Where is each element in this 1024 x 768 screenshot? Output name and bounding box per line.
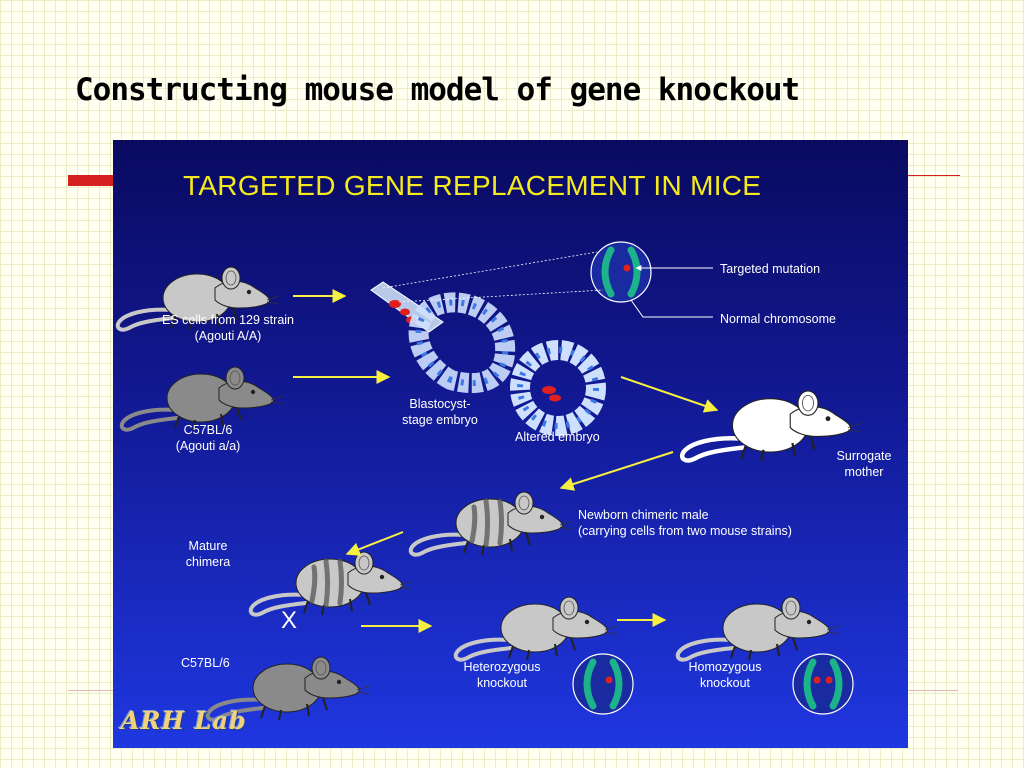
slide-title: Constructing mouse model of gene knockou…: [75, 72, 800, 108]
chromosome-diagram-hetero: [572, 653, 634, 715]
heterozygous-mouse: [453, 595, 619, 662]
newborn-chimera-mouse: [411, 492, 572, 555]
zoom-line-upper: [382, 251, 598, 289]
cross-symbol: X: [281, 607, 298, 634]
normal-chromosome-leader: [630, 299, 713, 318]
arh-lab-logo: ARH Lab: [121, 706, 247, 735]
c57bl6-mouse-top: [119, 365, 285, 432]
arrow-surrogate-to-newborn: [559, 451, 674, 491]
injection-pipette: [370, 281, 444, 333]
title-underline-thin: [908, 175, 960, 176]
arrow-newborn-to-mature: [345, 531, 404, 556]
chromosome-diagram-homo: [792, 653, 854, 715]
bottom-rule-right: [908, 690, 958, 691]
mature-chimera-mouse: [251, 552, 412, 615]
homozygous-mouse: [675, 595, 841, 662]
altered-embryo-label: Altered embryo: [515, 430, 600, 444]
title-underline-bar: [68, 175, 114, 186]
chromosome-diagram-top: [590, 241, 652, 303]
es-cells-label: ES cells from 129 strain(Agouti A/A): [162, 313, 294, 343]
diagram-title: TARGETED GENE REPLACEMENT IN MICE: [183, 170, 762, 201]
c57bl6-bottom-label: C57BL/6: [181, 656, 230, 670]
diagram-panel: TARGETED GENE REPLACEMENT IN MICE: [113, 140, 908, 748]
normal-chromosome-label: Normal chromosome: [720, 312, 837, 326]
arrow-embryo-to-surrogate: [620, 376, 719, 413]
blastocyst-embryo: [408, 292, 516, 394]
c57bl6-label: C57BL/6(Agouti a/a): [175, 423, 241, 453]
bottom-rule-left: [68, 690, 113, 691]
blastocyst-label: Blastocyst-stage embryo: [402, 397, 478, 427]
targeted-mutation-label: Targeted mutation: [720, 262, 821, 276]
altered-embryo: [510, 340, 606, 436]
newborn-chimera-label: Newborn chimeric male(carrying cells fro…: [578, 508, 792, 538]
diagram-figure: [115, 241, 908, 722]
